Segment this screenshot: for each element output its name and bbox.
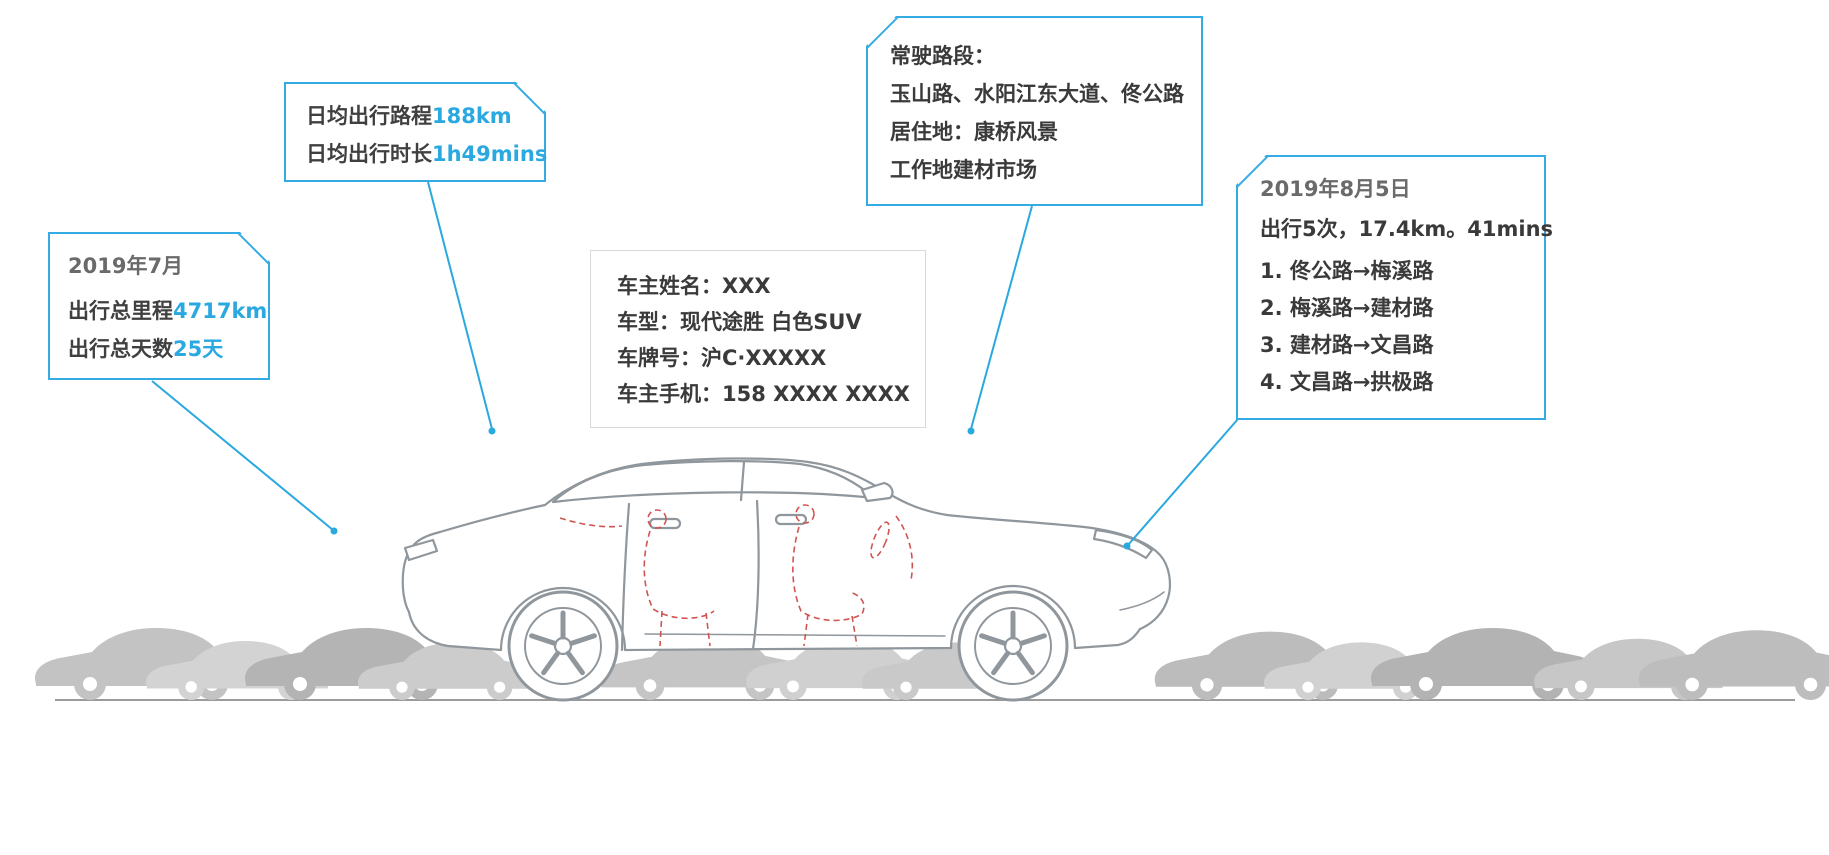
callout-daily-trips: 2019年8月5日 出行5次，17.4km。41mins 1. 佟公路→梅溪路 … xyxy=(1236,155,1554,420)
roads-list-line: 玉山路、水阳江东大道、佟公路 xyxy=(890,82,1184,106)
car-door-cut-rear xyxy=(620,502,631,652)
callout-daily-average: 日均出行路程188km 日均出行时长1h49mins xyxy=(284,82,547,182)
car-taillight xyxy=(403,538,439,562)
car-wheel-rear xyxy=(507,590,619,702)
leader-line-aug5 xyxy=(1127,418,1239,546)
stat-label: 日均出行路程 xyxy=(306,104,432,128)
owner-phone-line: 车主手机：158 XXXX XXXX xyxy=(617,382,910,406)
roads-header-line: 常驶路段： xyxy=(890,44,995,68)
traffic-car-silhouette xyxy=(1638,630,1829,701)
stat-label: 出行总里程 xyxy=(68,299,173,323)
stat-label: 日均出行时长 xyxy=(306,142,432,166)
car-mirror xyxy=(860,481,894,503)
leader-line-daily xyxy=(427,181,493,430)
callout-monthly-summary: 2019年7月 出行总里程4717km 出行总天数25天 xyxy=(48,232,270,380)
owner-plate-line: 车牌号：沪C·XXXXX xyxy=(617,346,827,370)
car-door-handle xyxy=(774,513,808,526)
owner-model-line: 车型：现代途胜 白色SUV xyxy=(617,310,862,334)
trip-route-item: 4. 文昌路→拱极路 xyxy=(1260,370,1434,394)
stat-value: 188km xyxy=(432,104,512,128)
car-interior-sketch xyxy=(559,504,914,647)
stat-label: 出行总天数 xyxy=(68,337,173,361)
trips-date-title: 2019年8月5日 xyxy=(1260,177,1411,201)
stat-value: 1h49mins xyxy=(432,142,548,166)
main-car-line-art xyxy=(401,457,1171,702)
leader-line-roads xyxy=(970,205,1033,430)
car-bumper-line xyxy=(1119,591,1165,611)
trip-route-item: 2. 梅溪路→建材路 xyxy=(1260,296,1434,320)
leader-dot xyxy=(488,427,496,435)
trip-route-item: 1. 佟公路→梅溪路 xyxy=(1260,259,1434,283)
trips-summary: 出行5次，17.4km。41mins xyxy=(1260,217,1554,241)
leader-lines xyxy=(151,181,1239,550)
stat-value: 25天 xyxy=(173,337,224,361)
owner-name-line: 车主姓名：XXX xyxy=(617,274,771,298)
car-wheel-front xyxy=(957,590,1069,702)
car-greenhouse xyxy=(551,460,876,504)
leader-dot xyxy=(330,527,338,535)
trip-route-item: 3. 建材路→文昌路 xyxy=(1260,333,1434,357)
leader-line-july xyxy=(151,380,334,531)
owner-info-card: 车主姓名：XXX 车型：现代途胜 白色SUV 车牌号：沪C·XXXXX 车主手机… xyxy=(590,250,926,428)
residence-line: 居住地：康桥风景 xyxy=(890,120,1058,144)
car-rocker-line xyxy=(644,633,946,637)
workplace-line: 工作地建材市场 xyxy=(890,158,1037,182)
stat-total-mileage: 出行总里程4717km xyxy=(68,292,267,330)
leader-dot xyxy=(1123,542,1131,550)
callout-frequent-roads: 常驶路段： 玉山路、水阳江东大道、佟公路 居住地：康桥风景 工作地建材市场 xyxy=(866,16,1203,206)
callout-monthly-title: 2019年7月 xyxy=(68,254,184,278)
stat-total-days: 出行总天数25天 xyxy=(68,330,250,368)
car-headlight xyxy=(1092,528,1154,560)
stat-value: 4717km xyxy=(173,299,268,323)
stat-daily-duration: 日均出行时长1h49mins xyxy=(306,135,547,173)
stat-daily-distance: 日均出行路程188km xyxy=(306,97,524,135)
car-b-pillar xyxy=(739,460,746,502)
leader-dot xyxy=(967,427,975,435)
car-body xyxy=(401,457,1171,652)
